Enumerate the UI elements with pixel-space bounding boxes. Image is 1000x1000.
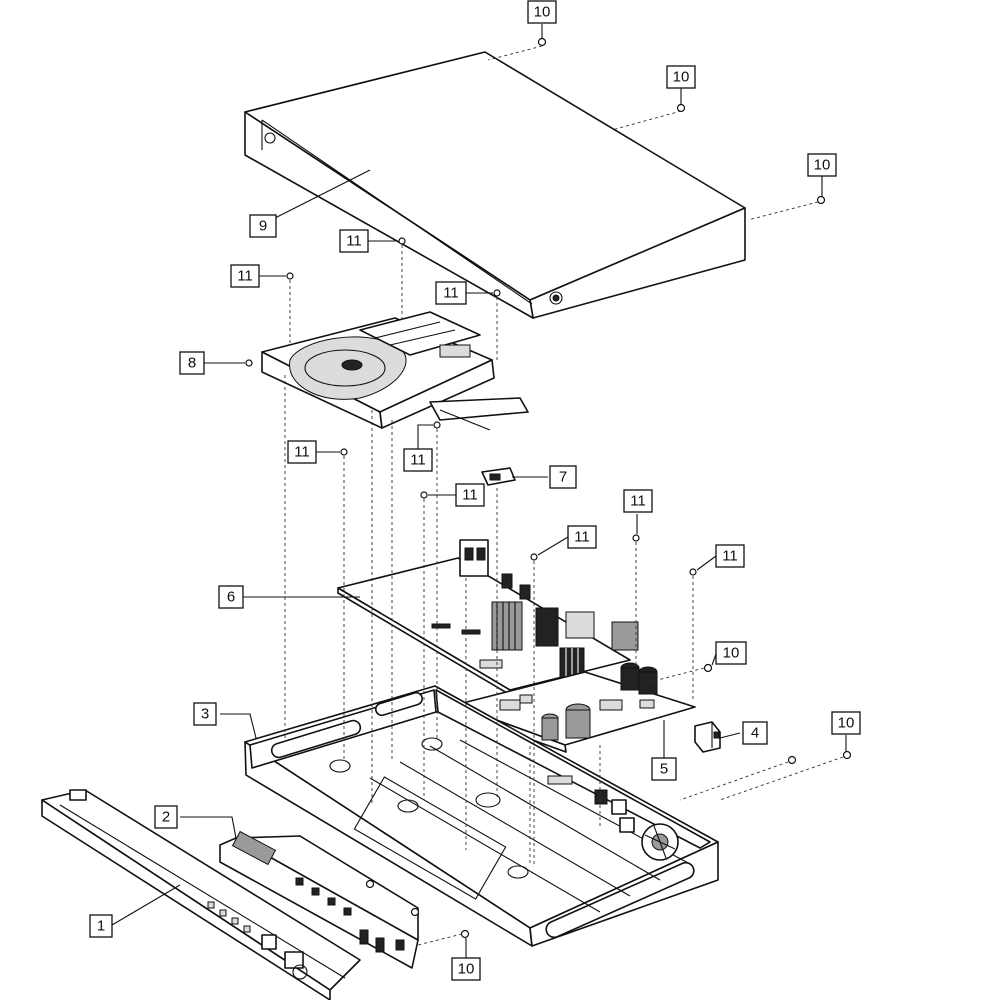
callout-11-board-left: 11: [455, 483, 485, 507]
svg-text:10: 10: [814, 157, 831, 174]
callout-2: 2: [154, 805, 178, 829]
svg-text:10: 10: [534, 4, 551, 21]
svg-text:11: 11: [630, 493, 646, 510]
screw-8: [245, 359, 253, 367]
callout-8: 8: [179, 351, 205, 375]
svg-text:10: 10: [838, 715, 855, 732]
svg-text:1: 1: [97, 918, 105, 935]
screw-11i: [689, 568, 697, 576]
screw-10c: [816, 195, 826, 205]
callout-1: 1: [89, 914, 113, 938]
svg-text:10: 10: [458, 961, 475, 978]
screw-10d: [703, 663, 713, 673]
svg-text:11: 11: [410, 452, 426, 469]
screw-10b: [676, 103, 686, 113]
screw-11f: [420, 491, 428, 499]
callout-10-top: 10: [527, 0, 557, 24]
svg-text:11: 11: [294, 444, 310, 461]
connector-bracket: [481, 467, 516, 486]
svg-text:5: 5: [660, 761, 668, 778]
svg-text:11: 11: [443, 285, 459, 302]
top-cover: [244, 51, 746, 319]
chassis-fan: [641, 823, 679, 861]
screw-11h: [632, 534, 640, 542]
svg-text:11: 11: [237, 268, 253, 285]
callout-7: 7: [549, 465, 577, 489]
callout-10-cover-right: 10: [807, 153, 837, 177]
screw-front-b: [410, 907, 420, 917]
assembly-guide-lines: [284, 45, 844, 946]
chassis-rear-jacks: [547, 775, 635, 833]
callout-11-board-right: 11: [623, 489, 653, 513]
callout-10-rear: 10: [831, 711, 861, 735]
svg-text:7: 7: [559, 469, 567, 486]
callout-11-chassis-left: 11: [287, 440, 317, 464]
screw-10f: [787, 755, 797, 765]
callout-11-board-far-right: 11: [715, 544, 745, 568]
svg-text:9: 9: [259, 218, 267, 235]
screw-11d: [340, 448, 348, 456]
svg-text:11: 11: [346, 233, 362, 250]
screw-10g: [460, 929, 470, 939]
leader-lines: [111, 24, 847, 958]
callout-10-cover-mid: 10: [666, 65, 696, 89]
svg-text:3: 3: [201, 706, 209, 723]
screw-11c: [493, 289, 501, 297]
screw-front-a: [365, 879, 375, 889]
callout-6: 6: [218, 585, 244, 609]
screws: [245, 37, 852, 939]
screw-11a: [286, 272, 294, 280]
main-board: [337, 539, 639, 697]
svg-text:10: 10: [673, 69, 690, 86]
callout-11-loader-mid: 11: [339, 229, 369, 253]
svg-text:4: 4: [751, 725, 759, 742]
svg-text:11: 11: [722, 548, 738, 565]
chassis: [244, 685, 719, 947]
main-board-connectors: [431, 539, 531, 669]
callout-5: 5: [651, 757, 677, 781]
callout-9: 9: [249, 214, 277, 238]
svg-text:10: 10: [723, 645, 740, 662]
svg-text:2: 2: [162, 809, 170, 826]
screw-11g: [530, 553, 538, 561]
callout-labels: 1 2 3 4 5 6 7 8: [89, 0, 861, 981]
front-panel-pcb: [219, 830, 419, 969]
screw-11e: [433, 421, 441, 429]
fuse-holder: [694, 721, 721, 753]
callout-3: 3: [193, 702, 217, 726]
callout-11-chassis-mid: 11: [403, 448, 433, 472]
callout-4: 4: [742, 721, 768, 745]
svg-text:11: 11: [462, 487, 478, 504]
callout-11-loader-left: 11: [230, 264, 260, 288]
power-board: [454, 662, 696, 753]
callout-10-front: 10: [451, 957, 481, 981]
svg-text:6: 6: [227, 589, 235, 606]
disc-loader: [261, 311, 529, 431]
callout-11-board-center: 11: [567, 525, 597, 549]
svg-text:8: 8: [188, 355, 196, 372]
screw-10e: [842, 750, 852, 760]
front-bezel: [41, 789, 361, 1000]
screw-10a: [537, 37, 547, 47]
screw-11b: [398, 237, 406, 245]
callout-11-loader-right: 11: [435, 281, 467, 305]
callout-10-board: 10: [715, 641, 747, 665]
svg-text:11: 11: [574, 529, 590, 546]
